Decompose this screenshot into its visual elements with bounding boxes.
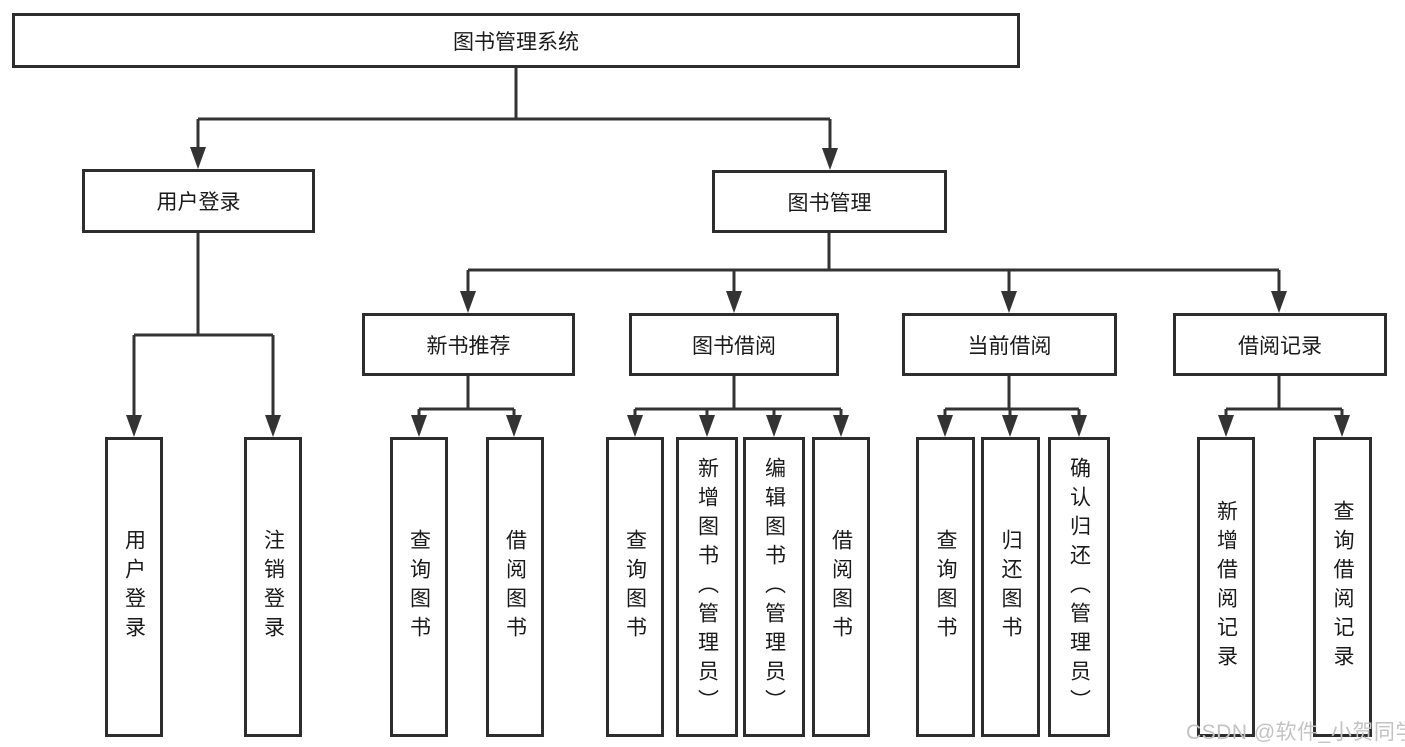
leaf-borrow-books: 借阅图书 <box>812 437 870 737</box>
node-root-system: 图书管理系统 <box>12 13 1020 68</box>
leaf-query-books: 查询图书 <box>390 437 448 737</box>
node-book-management: 图书管理 <box>712 170 947 233</box>
arrowhead <box>822 148 838 170</box>
connector-current-borrow-children <box>943 376 1081 416</box>
arrowhead <box>1001 291 1017 313</box>
leaf-add-borrow-record: 新增借阅记录 <box>1197 437 1255 737</box>
node-current-borrowing: 当前借阅 <box>902 313 1117 376</box>
arrowhead <box>460 291 476 313</box>
arrowhead <box>766 415 782 437</box>
arrowhead <box>1071 415 1087 437</box>
arrowhead <box>726 291 742 313</box>
leaf-query-borrow-record: 查询借阅记录 <box>1313 437 1372 737</box>
arrowhead <box>411 415 427 437</box>
arrowhead <box>506 415 522 437</box>
leaf-add-book-admin: 新增图书（管理员） <box>676 437 738 737</box>
arrowhead <box>699 415 715 437</box>
arrowhead <box>1334 415 1350 437</box>
node-new-book-recommendation: 新书推荐 <box>362 313 575 376</box>
arrowhead <box>1271 291 1287 313</box>
connector-book-mgmt-children <box>466 233 1281 292</box>
leaf-user-login: 用户登录 <box>105 437 163 737</box>
leaf-query-books: 查询图书 <box>916 437 975 737</box>
connector-borrow-record-children <box>1224 376 1344 416</box>
arrowhead <box>937 415 953 437</box>
csdn-watermark: CSDN @软件_小贺同学 <box>1186 721 1405 744</box>
leaf-logout: 注销登录 <box>244 437 302 737</box>
node-book-borrowing: 图书借阅 <box>629 313 839 376</box>
connector-user-login-children <box>132 233 275 416</box>
leaf-edit-book-admin: 编辑图书（管理员） <box>743 437 805 737</box>
arrowhead <box>1218 415 1234 437</box>
connector-root-children <box>196 68 832 148</box>
arrowhead <box>627 415 643 437</box>
leaf-borrow-books: 借阅图书 <box>486 437 544 737</box>
node-user-login: 用户登录 <box>82 169 315 233</box>
connector-new-book-rec-children <box>417 376 516 416</box>
arrowhead <box>833 415 849 437</box>
leaf-return-books: 归还图书 <box>981 437 1040 737</box>
arrowhead <box>1002 415 1018 437</box>
arrowhead <box>190 147 206 169</box>
arrowhead <box>126 415 142 437</box>
leaf-query-books: 查询图书 <box>606 437 664 737</box>
connector-paths <box>132 68 1344 416</box>
arrowhead <box>265 415 281 437</box>
arrowheads <box>126 147 1350 437</box>
node-borrowing-records: 借阅记录 <box>1173 313 1387 376</box>
leaf-confirm-return-admin: 确认归还（管理员） <box>1048 437 1110 737</box>
connector-book-borrow-children <box>633 376 843 416</box>
